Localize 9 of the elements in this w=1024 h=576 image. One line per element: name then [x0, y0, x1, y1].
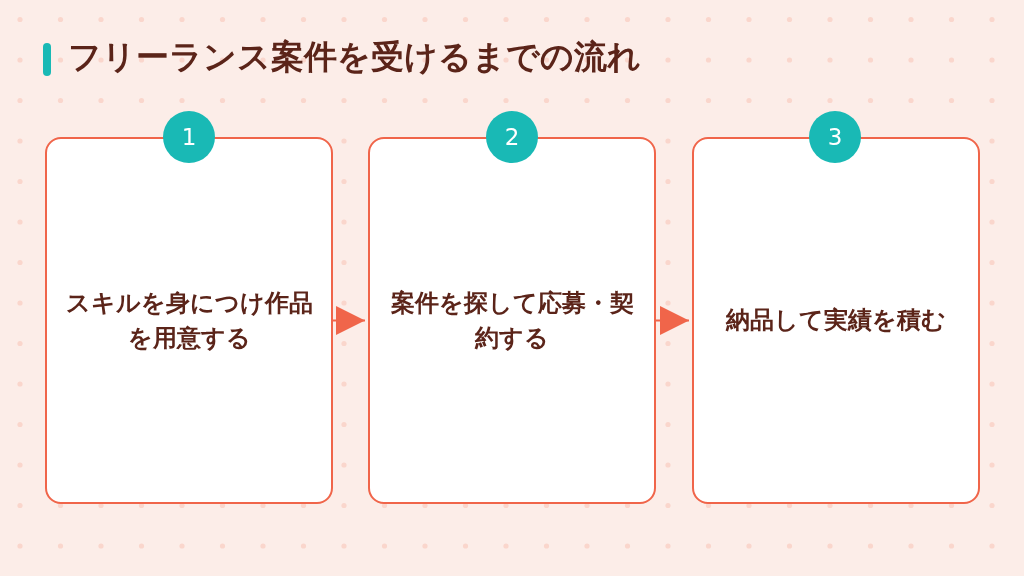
arrow — [655, 306, 690, 335]
step-text: スキルを身につけ作品を用意する — [65, 287, 313, 354]
arrow — [332, 306, 366, 335]
step-text: 案件を探して応募・契約する — [389, 287, 635, 354]
step-text: 納品して実績を積む — [726, 305, 946, 336]
step-number: 1 — [163, 111, 215, 163]
step-number: 2 — [486, 111, 538, 163]
step-number: 3 — [809, 111, 861, 163]
title: フリーランス案件を受けるまでの流れ — [68, 36, 641, 78]
